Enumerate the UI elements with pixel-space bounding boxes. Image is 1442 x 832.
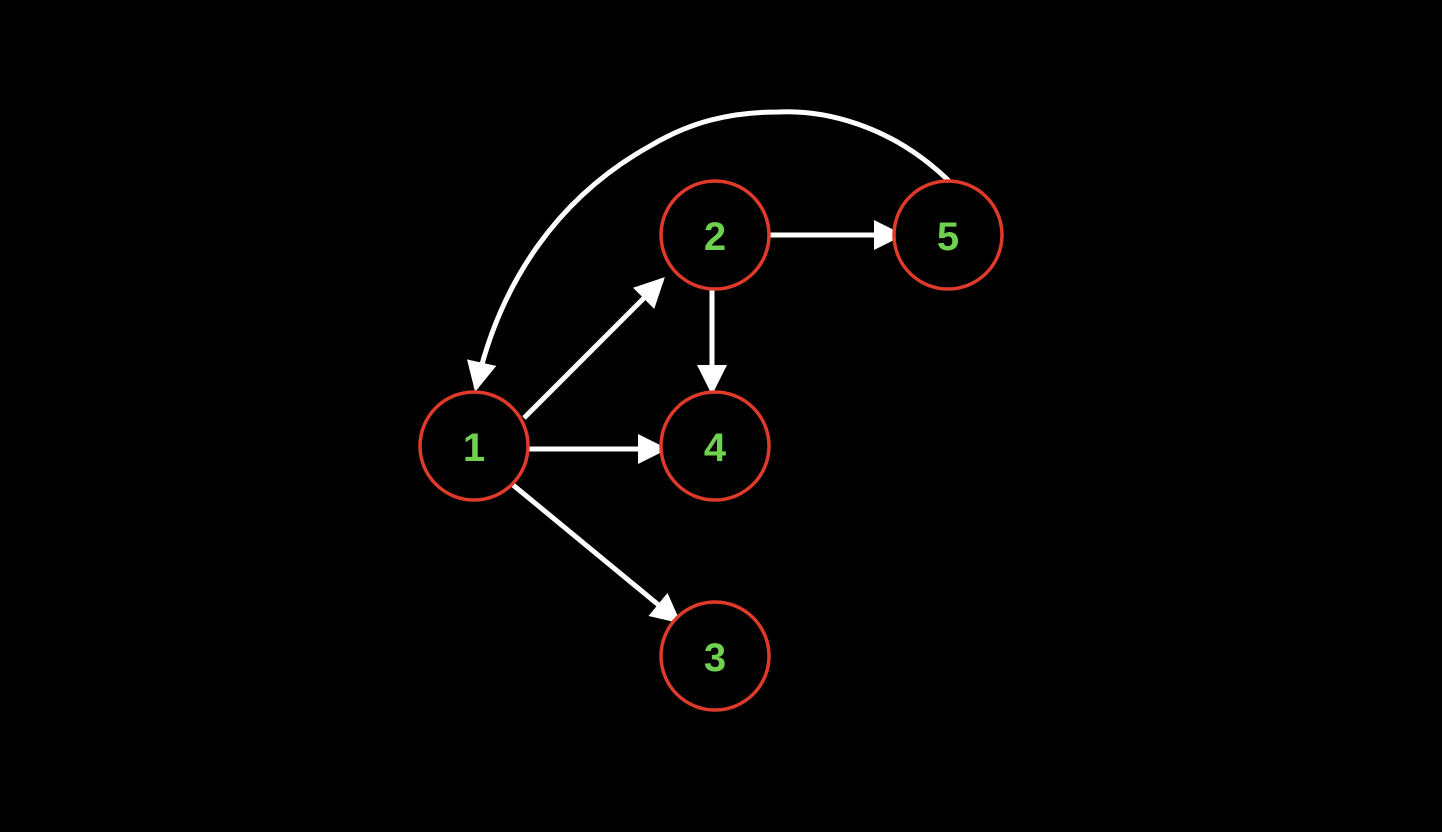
node-5-circle [892,179,1004,291]
node-3-label: 3 [704,636,726,680]
node-1-circle [418,390,530,502]
node-4-label: 4 [704,426,727,470]
node-3: 3 [659,600,771,712]
node-1: 1 [418,390,530,502]
node-2-circle [659,179,771,291]
node-2: 2 [659,179,771,291]
node-5-label: 5 [937,215,959,259]
edges-layer [467,109,954,624]
node-5: 5 [892,179,1004,291]
node-4-circle [659,390,771,502]
node-3-circle [659,600,771,712]
edge-5-to-1 [467,109,954,392]
nodes-layer: 1 2 3 4 5 [418,179,1004,712]
edge-1-to-2 [522,277,665,420]
node-1-label: 1 [463,426,485,470]
node-4: 4 [659,390,771,502]
edge-1-to-3 [505,478,682,624]
node-2-label: 2 [704,215,726,259]
